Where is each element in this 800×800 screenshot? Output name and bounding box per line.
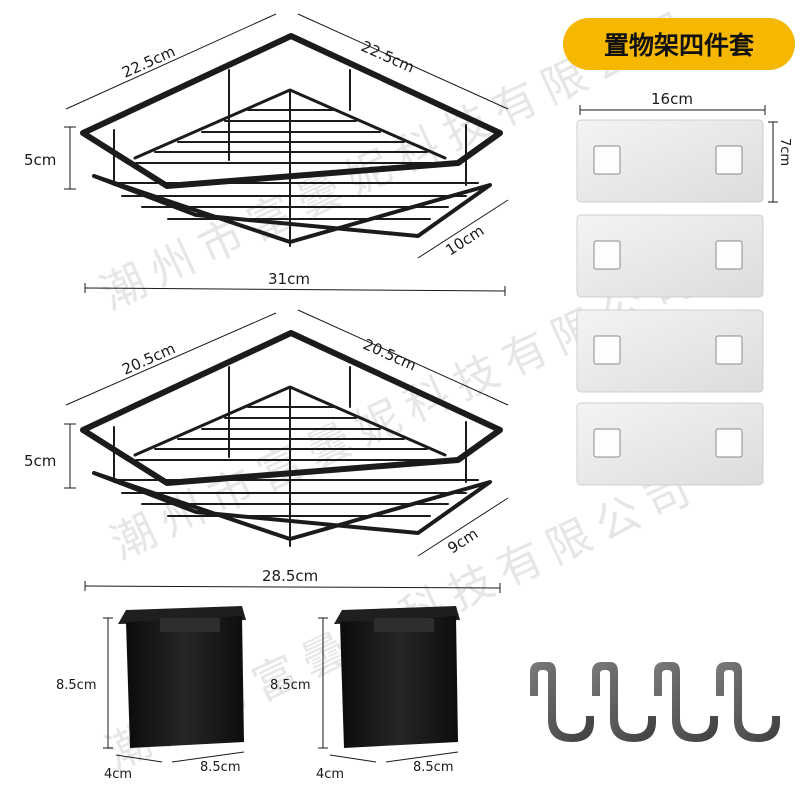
dim-side-a-label: 20.5cm [119, 339, 178, 378]
adhesive-pad [576, 119, 764, 203]
dim-line-left [65, 312, 277, 406]
title-badge: 置物架四件套 [563, 18, 795, 70]
door-hook [716, 662, 780, 742]
shelf-inner-rail [133, 88, 447, 160]
door-hook [592, 662, 656, 742]
cup-body [126, 616, 244, 748]
storage-cup-right: 8.5cm 4cm 8.5cm [270, 606, 460, 782]
dim-line-right [297, 13, 509, 110]
title-badge-background [563, 18, 795, 70]
shelf-bottom-frame [92, 174, 492, 244]
cup-clip [374, 618, 434, 632]
adhesive-pads: 16cm 7cm [576, 90, 792, 486]
cup-width-label: 8.5cm [413, 760, 454, 775]
storage-cup-left: 8.5cm 4cm 8.5cm [56, 606, 246, 782]
shelf-top-rail [80, 330, 503, 486]
adhesive-pad [576, 214, 764, 298]
adhesive-pad [576, 402, 764, 486]
dim-line-cup-width [385, 751, 459, 763]
dim-line-depth [417, 199, 509, 259]
dim-height-label: 5cm [24, 151, 56, 169]
dim-side-a-label: 22.5cm [119, 42, 178, 81]
dim-line-depth [417, 497, 509, 557]
shelf-top-rail [80, 33, 503, 189]
cup-depth-label: 4cm [316, 767, 344, 782]
adhesive-pad [576, 309, 764, 393]
shelf-inner-rail [133, 385, 447, 457]
dim-line-cup-depth [115, 754, 163, 763]
dim-width-label: 31cm [268, 270, 310, 288]
door-hook [530, 662, 594, 742]
cup-body [340, 616, 458, 748]
dim-width-label: 28.5cm [262, 567, 318, 585]
cup-height-label: 8.5cm [56, 678, 97, 693]
cup-clip [160, 618, 220, 632]
cup-height-label: 8.5cm [270, 678, 311, 693]
door-hook [654, 662, 718, 742]
dim-depth-label: 10cm [442, 221, 487, 259]
dim-height-label: 5cm [24, 452, 56, 470]
title-badge-text: 置物架四件套 [604, 31, 755, 60]
dim-line-cup-depth [329, 754, 377, 763]
dim-line-width [84, 585, 501, 589]
dim-line-right [297, 309, 509, 406]
dim-line-cup-width [171, 751, 245, 763]
dim-line-width [84, 287, 506, 292]
dim-depth-label: 9cm [444, 525, 481, 558]
shelf-bottom-frame [92, 471, 492, 541]
pad-height-label: 7cm [777, 138, 792, 166]
pad-width-label: 16cm [651, 90, 693, 108]
shelf-grid [109, 109, 479, 220]
hooks [530, 662, 780, 742]
shelf-grid [109, 406, 479, 517]
dim-line-left [65, 13, 277, 110]
large-corner-shelf: 22.5cm 22.5cm 5cm 10cm 31cm [24, 13, 509, 296]
cup-width-label: 8.5cm [200, 760, 241, 775]
cup-depth-label: 4cm [104, 767, 132, 782]
